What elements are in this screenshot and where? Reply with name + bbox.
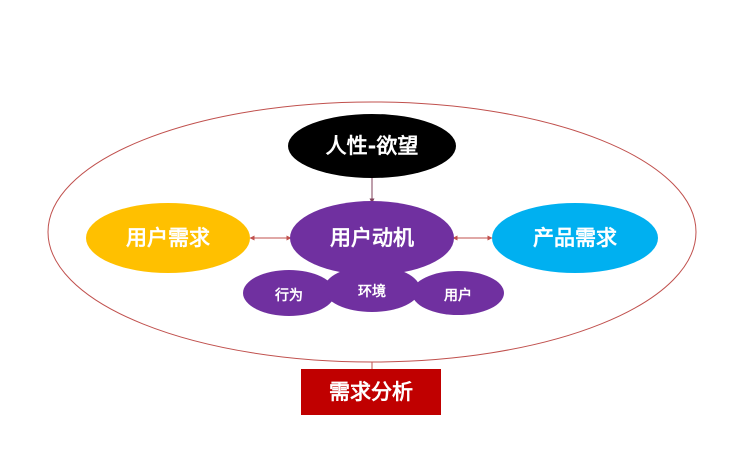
human-nature-label: 人性-欲望 xyxy=(326,134,419,158)
environment-node xyxy=(324,266,420,312)
needs-analysis-label: 需求分析 xyxy=(329,380,413,404)
behavior-label: 行为 xyxy=(274,287,303,304)
product-needs-label: 产品需求 xyxy=(533,226,617,250)
user-label: 用户 xyxy=(444,287,472,304)
needs-analysis-box xyxy=(301,369,441,415)
user-motivation-node xyxy=(290,201,454,275)
behavior-node xyxy=(243,270,335,316)
user-needs-node xyxy=(86,203,250,273)
human-nature-node xyxy=(288,114,456,178)
user-needs-label: 用户需求 xyxy=(126,226,210,250)
product-needs-node xyxy=(492,203,658,273)
user-motivation-label: 用户动机 xyxy=(330,226,414,250)
user-node xyxy=(412,271,504,315)
environment-label: 环境 xyxy=(358,283,386,300)
